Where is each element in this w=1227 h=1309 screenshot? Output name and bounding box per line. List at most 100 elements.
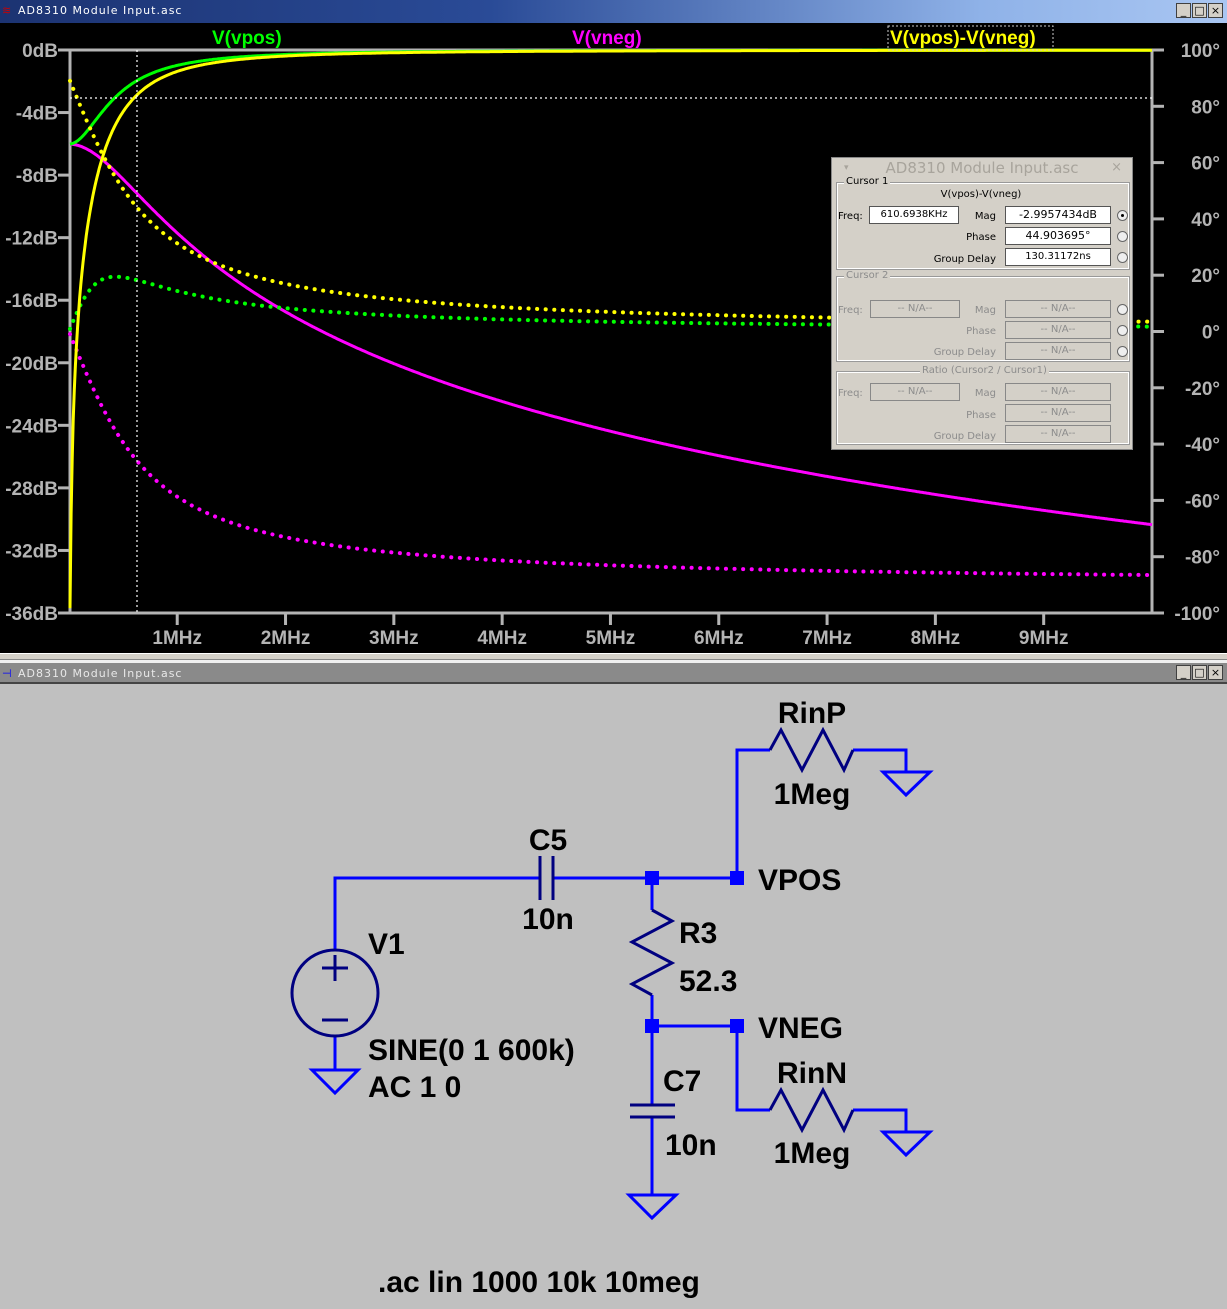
minimize-button[interactable]: _ <box>1176 665 1191 680</box>
r3-value[interactable]: 52.3 <box>679 965 737 998</box>
cursor1-phase-field[interactable]: 44.903695° <box>1005 227 1111 245</box>
cursor2-mag-radio[interactable] <box>1117 304 1128 315</box>
v1-name[interactable]: V1 <box>368 928 405 961</box>
y-right-tick-label: 0° <box>1202 323 1220 344</box>
y-left-tick-label: -12dB <box>5 229 58 250</box>
ground-icon <box>625 1193 680 1221</box>
voltage-source-v1-symbol[interactable] <box>290 948 380 1038</box>
y-left-tick-label: -4dB <box>16 104 58 125</box>
maximize-button[interactable]: □ <box>1192 665 1207 680</box>
cursor2-phase-field: -- N/A-- <box>1005 321 1111 339</box>
capacitor-c5-symbol[interactable] <box>538 856 555 900</box>
capacitor-c7-symbol[interactable] <box>630 1103 675 1119</box>
x-tick-label: 3MHz <box>369 628 419 649</box>
y-right-tick-label: 20° <box>1191 266 1220 287</box>
dialog-close-icon[interactable]: × <box>1111 160 1122 175</box>
cursor1-group: Cursor 1 V(vpos)-V(vneg) Freq: 610.6938K… <box>836 176 1130 270</box>
y-right-tick-label: -20° <box>1185 379 1220 400</box>
cursor1-freq-field[interactable]: 610.6938KHz <box>869 206 959 224</box>
cursor1-phase-radio[interactable] <box>1117 231 1128 242</box>
y-left-tick-label: -36dB <box>5 604 58 625</box>
ground-symbols <box>308 770 934 1221</box>
plot-canvas[interactable]: 0dB-4dB-8dB-12dB-16dB-20dB-24dB-28dB-32d… <box>0 23 1227 653</box>
cursor2-freq-field: -- N/A-- <box>870 300 960 318</box>
y-left-tick-label: -20dB <box>5 354 58 375</box>
plot-window-title: AD8310 Module Input.asc <box>18 4 183 17</box>
x-tick-label: 6MHz <box>694 628 744 649</box>
plot-window-titlebar[interactable]: ≋ AD8310 Module Input.asc _□× <box>0 0 1227 23</box>
c5-value[interactable]: 10n <box>522 903 574 936</box>
schematic-window-title: AD8310 Module Input.asc <box>18 667 183 680</box>
phase-label: Phase <box>966 410 996 421</box>
cursor-dialog-titlebar[interactable]: ▾ AD8310 Module Input.asc × <box>832 158 1132 178</box>
close-button[interactable]: × <box>1208 665 1223 680</box>
cursor2-mag-field: -- N/A-- <box>1005 300 1111 318</box>
cursor1-gd-radio[interactable] <box>1117 252 1128 263</box>
minimize-button[interactable]: _ <box>1176 3 1191 18</box>
mag-label: Mag <box>974 388 996 399</box>
freq-label: Freq: <box>838 388 863 399</box>
legend-vpos-minus-vneg[interactable]: V(vpos)-V(vneg) <box>890 28 1036 49</box>
vneg-net-label[interactable]: VNEG <box>758 1012 843 1045</box>
c7-name[interactable]: C7 <box>663 1065 701 1098</box>
close-button[interactable]: × <box>1208 3 1223 18</box>
cursor2-label: Cursor 2 <box>844 270 891 281</box>
c7-value[interactable]: 10n <box>665 1129 717 1162</box>
freq-label: Freq: <box>838 211 863 222</box>
junctions <box>645 871 744 1033</box>
phase-label: Phase <box>966 326 996 337</box>
schematic-canvas[interactable]: C5 10n VPOS VNEG RinP 1Meg RinN 1Meg R3 … <box>0 684 1227 1309</box>
group-delay-label: Group Delay <box>933 347 996 358</box>
x-tick-label: 5MHz <box>586 628 636 649</box>
magnitude-trace-vpos-minus-vneg[interactable] <box>68 48 1152 609</box>
v1-value[interactable]: SINE(0 1 600k) <box>368 1034 575 1067</box>
rinp-name[interactable]: RinP <box>778 697 846 730</box>
y-right-tick-label: -80° <box>1185 548 1220 569</box>
spice-directive[interactable]: .ac lin 1000 10k 10meg <box>378 1266 700 1299</box>
v1-ac-value[interactable]: AC 1 0 <box>368 1071 461 1104</box>
magnitude-trace-vneg[interactable] <box>70 142 1153 527</box>
y-left-tick-label: -28dB <box>5 479 58 500</box>
schematic-window-titlebar[interactable]: ⊣ AD8310 Module Input.asc _□× <box>0 660 1227 684</box>
rinn-name[interactable]: RinN <box>777 1057 847 1090</box>
wires[interactable] <box>333 748 908 1195</box>
cursor1-label: Cursor 1 <box>844 176 891 187</box>
vpos-net-label[interactable]: VPOS <box>758 864 841 897</box>
cursor1-gd-field[interactable]: 130.31172ns <box>1005 248 1111 266</box>
waveform-app-icon: ≋ <box>2 4 13 17</box>
x-tick-label: 2MHz <box>261 628 311 649</box>
cursor2-phase-radio[interactable] <box>1117 325 1128 336</box>
cursor2-gd-radio[interactable] <box>1117 346 1128 357</box>
ratio-label: Ratio (Cursor2 / Cursor1) <box>920 365 1049 376</box>
c5-name[interactable]: C5 <box>529 824 567 857</box>
y-right-tick-label: 80° <box>1191 97 1220 118</box>
cursor1-trace: V(vpos)-V(vneg) <box>940 189 1022 200</box>
x-tick-label: 7MHz <box>802 628 852 649</box>
cursor1-mag-field[interactable]: -2.9957434dB <box>1005 206 1111 224</box>
mag-label: Mag <box>974 305 996 316</box>
phase-label: Phase <box>966 232 996 243</box>
maximize-button[interactable]: □ <box>1192 3 1207 18</box>
cursor-dialog[interactable]: ▾ AD8310 Module Input.asc × Cursor 1 V(vpo… <box>831 157 1133 450</box>
magnitude-trace-vpos[interactable] <box>69 48 1152 146</box>
ratio-gd-field: -- N/A-- <box>1005 425 1111 443</box>
rinp-value[interactable]: 1Meg <box>774 778 851 811</box>
legend-vneg[interactable]: V(vneg) <box>572 28 642 49</box>
ratio-phase-field: -- N/A-- <box>1005 404 1111 422</box>
resistor-rinp-symbol[interactable] <box>768 726 855 774</box>
dialog-menu-icon[interactable]: ▾ <box>844 163 849 173</box>
schematic-app-icon: ⊣ <box>2 667 13 680</box>
pane-splitter[interactable] <box>0 653 1227 660</box>
legend-vpos[interactable]: V(vpos) <box>212 28 282 49</box>
ratio-mag-field: -- N/A-- <box>1005 383 1111 401</box>
ratio-group: Ratio (Cursor2 / Cursor1) Freq: -- N/A--… <box>836 365 1130 445</box>
ground-icon <box>308 1068 362 1096</box>
resistor-r3-symbol[interactable] <box>628 908 676 997</box>
cursor-dialog-title: AD8310 Module Input.asc <box>885 159 1079 177</box>
ground-icon <box>879 1130 934 1158</box>
cursor1-mag-radio[interactable] <box>1117 210 1128 221</box>
r3-name[interactable]: R3 <box>679 917 717 950</box>
x-tick-label: 4MHz <box>477 628 527 649</box>
resistor-rinn-symbol[interactable] <box>768 1086 855 1134</box>
rinn-value[interactable]: 1Meg <box>774 1137 851 1170</box>
